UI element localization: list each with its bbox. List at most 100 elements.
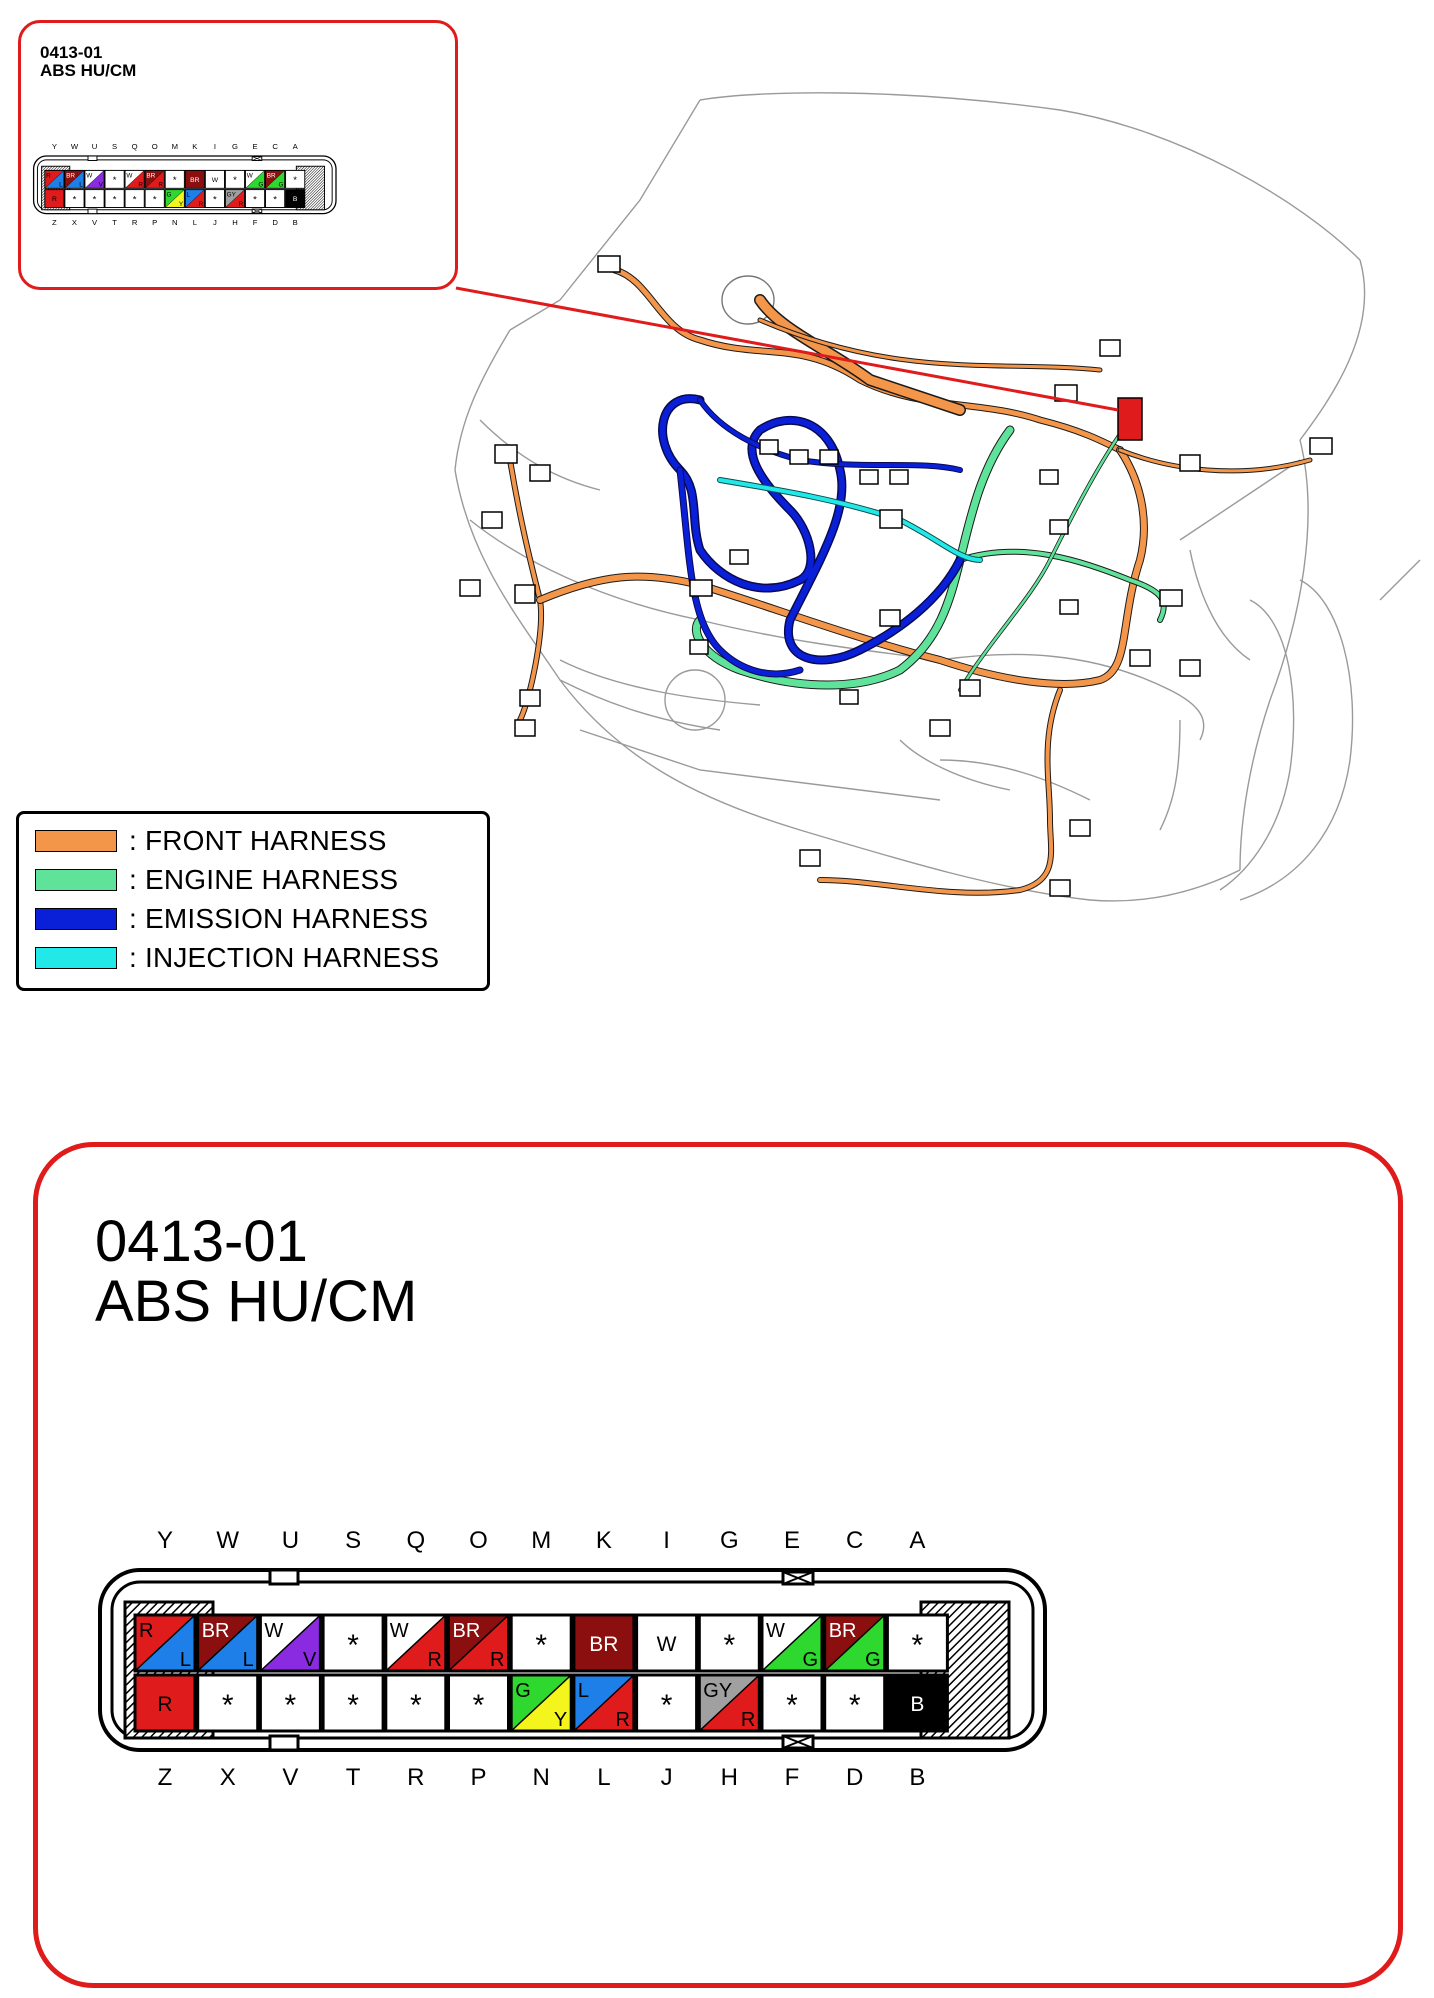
pin-letter-bottom: Z [158, 1764, 173, 1791]
pin-border [196, 1673, 260, 1733]
pin-border [258, 1613, 322, 1673]
pin-border [823, 1673, 887, 1733]
pin-X: * [64, 189, 85, 209]
pin-border [447, 1673, 510, 1733]
housing-tab [268, 1568, 300, 1586]
housing-tab [87, 208, 98, 215]
pin-empty [699, 1615, 760, 1671]
pin-letter-bottom: V [92, 218, 98, 227]
pin-letter-top: E [252, 142, 257, 151]
pin-Y: RL [44, 169, 65, 189]
pin-border [760, 1673, 824, 1733]
pin-empty [125, 189, 145, 208]
pin-border [244, 189, 266, 209]
pin-wire-color-label: L [79, 182, 83, 189]
pin-border [164, 189, 185, 209]
pin-S: * [104, 169, 125, 189]
pin-J: * [204, 189, 225, 209]
pin-border [823, 1613, 887, 1673]
pin-unused-mark: * [347, 1689, 359, 1722]
legend-label-front: : FRONT HARNESS [129, 825, 387, 856]
pin-letter-top: A [293, 142, 299, 151]
pin-wire-color-label: B [910, 1693, 924, 1716]
housing-tab [268, 1734, 300, 1752]
connector-title: 0413-01 ABS HU/CM [95, 1212, 417, 1332]
pin-letter-bottom: Z [52, 218, 57, 227]
legend-label-injection: : INJECTION HARNESS [129, 942, 440, 973]
pin-wire-color-label: L [243, 1649, 254, 1671]
pin-letter-bottom: T [112, 218, 117, 227]
pin-divider [698, 1674, 760, 1732]
pin-letter-top: W [71, 142, 79, 151]
pin-unused-mark: * [113, 175, 117, 186]
pin-empty [824, 1675, 885, 1731]
pin-letter-top: U [92, 142, 98, 151]
pin-border [447, 1613, 510, 1673]
pin-empty [84, 189, 105, 208]
pin-R: * [124, 189, 145, 209]
pin-empty [205, 189, 225, 208]
pin-border [184, 189, 205, 209]
pin-wire-color-label: G [515, 1680, 531, 1702]
pin-M: * [509, 1613, 573, 1673]
pin-divider [259, 1614, 321, 1672]
pin-border [285, 169, 306, 189]
pin-border [133, 1613, 197, 1673]
pin-letter-top: S [112, 142, 117, 151]
inset-connector-code: 0413-01 [40, 43, 103, 62]
pin-unused-mark: * [113, 194, 117, 205]
pin-empty [448, 1675, 509, 1731]
pin-letter-bottom: H [232, 218, 238, 227]
pin-wire-color-label: BR [66, 172, 75, 179]
housing-key-x [252, 208, 262, 214]
pin-wire-color-label: G [278, 182, 283, 189]
pin-empty [265, 189, 285, 208]
pin-unused-mark: * [912, 1629, 924, 1662]
pin-border [384, 1673, 448, 1733]
pin-color-2 [64, 170, 85, 189]
pin-letter-bottom: L [193, 218, 198, 227]
pin-divider [44, 170, 65, 189]
pin-wire-color-label: L [187, 192, 191, 199]
housing-key-x [782, 1735, 814, 1749]
pin-border [635, 1613, 699, 1673]
pin-unused-mark: * [786, 1689, 798, 1722]
inset-connector-name: ABS HU/CM [40, 61, 137, 80]
pin-letter-top: M [531, 1527, 551, 1554]
pin-wire-color-label: R [741, 1709, 755, 1731]
pin-border [204, 189, 225, 209]
pin-wire-color-label: BR [589, 1633, 618, 1656]
pin-border [697, 1613, 761, 1673]
pin-letter-bottom: J [661, 1764, 673, 1791]
pin-M: * [164, 169, 185, 189]
pin-N: GY [509, 1673, 573, 1733]
engine-bay-illustration [454, 92, 1421, 902]
pin-empty [511, 1615, 572, 1671]
pin-divider [197, 1614, 259, 1672]
pin-unused-mark: * [93, 194, 97, 205]
car-body-outline [454, 92, 1421, 902]
pin-border [84, 189, 105, 209]
pin-divider [245, 170, 265, 189]
pin-border [224, 189, 246, 209]
pin-border [572, 1613, 636, 1673]
pin-border [885, 1673, 949, 1733]
emission-harness-wires [658, 394, 965, 678]
pin-wire-color-label: BR [202, 1620, 230, 1642]
pin-letter-bottom: H [721, 1764, 738, 1791]
pin-wire-color-label: R [46, 172, 51, 179]
pin-divider [144, 170, 165, 189]
pin-wire-color-label: V [99, 182, 104, 189]
pin-K: BR [184, 169, 205, 189]
pin-B: B [285, 189, 306, 209]
pin-wire-color-label: W [390, 1620, 409, 1642]
pin-empty [104, 170, 125, 189]
pin-letter-top: G [720, 1527, 739, 1554]
pin-G: * [224, 169, 246, 189]
front-harness-wires [507, 266, 1313, 896]
pin-wire-color-label: W [247, 172, 254, 179]
pin-wire-color-label: L [578, 1680, 589, 1702]
